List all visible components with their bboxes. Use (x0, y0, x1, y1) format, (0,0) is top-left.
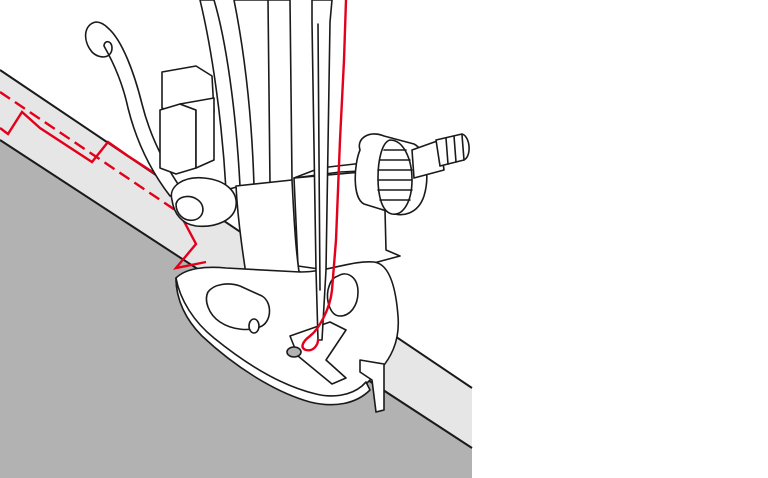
needle-hole (286, 346, 302, 358)
screw-knurl (377, 139, 413, 215)
needle-opening (289, 321, 347, 385)
lever-arm (84, 21, 183, 197)
screw-tip-ridges (445, 134, 465, 165)
zigzag-stitch (0, 110, 207, 270)
clamp-face (159, 103, 197, 175)
basting-stitch (0, 91, 191, 221)
right-toe (326, 273, 359, 317)
toe-hole (248, 318, 260, 334)
needle (311, 0, 333, 341)
clamp-front (179, 97, 215, 169)
presser-foot (84, 0, 470, 413)
screw-knurl-ridges (377, 149, 413, 201)
edge-guide (359, 359, 385, 413)
needle-shaft-line (317, 23, 321, 291)
screw-shaft (411, 139, 445, 179)
shank-edge (267, 0, 271, 185)
needle-thread (301, 0, 348, 352)
sole-lip (175, 277, 371, 406)
shank-body (233, 0, 293, 187)
foot-toe (205, 283, 271, 331)
thumb-screw[interactable] (354, 133, 470, 216)
screw-tip (435, 133, 470, 167)
lever-knob-cap (175, 195, 204, 222)
stitches (0, 91, 207, 270)
